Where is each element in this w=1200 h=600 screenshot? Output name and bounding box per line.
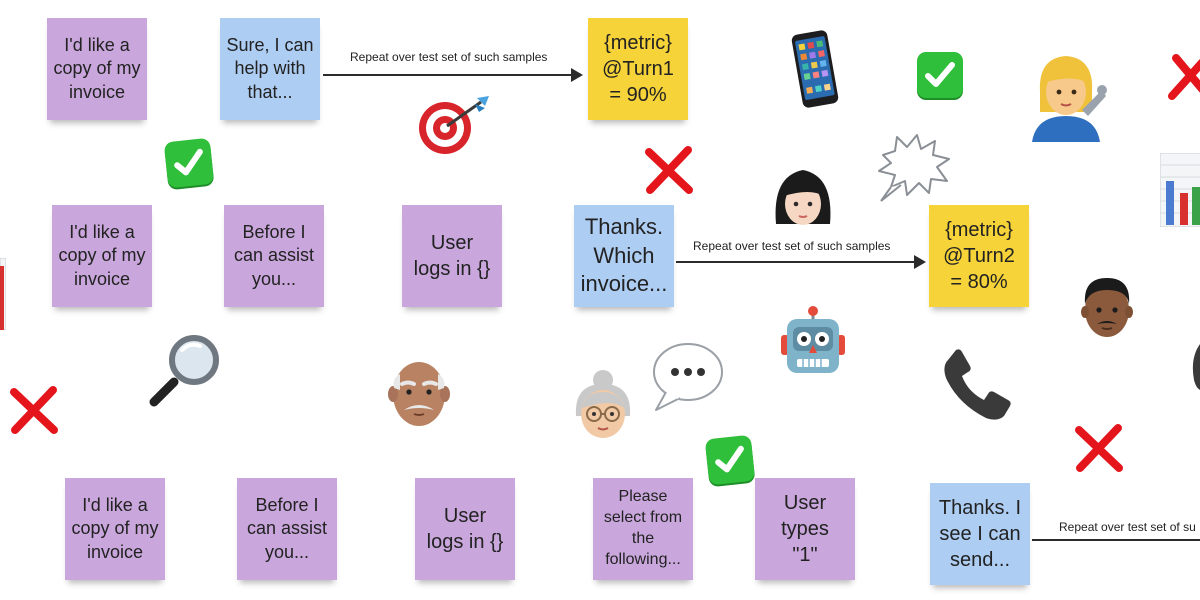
target-icon (419, 96, 489, 154)
woman-mechanic-icon (1032, 56, 1107, 142)
row2-bot-note-1: Before I can assist you... (224, 205, 324, 307)
row3-arrow (1032, 539, 1200, 541)
row1-arrow-label: Repeat over test set of such samples (350, 50, 548, 64)
check-mark-icon (163, 137, 215, 189)
magnifying-glass-icon (149, 335, 219, 407)
row3-bot-note-3: Thanks. I see I can send... (930, 483, 1030, 585)
bar-chart-icon (1160, 153, 1200, 227)
row1-metric-note: {metric} @Turn1 = 90% (588, 18, 688, 120)
row2-bot-note-2: Thanks. Which invoice... (574, 205, 674, 307)
speech-bubble-icon (653, 343, 723, 411)
row2-user-note-1: I'd like a copy of my invoice (52, 205, 152, 307)
row2-user-note-2: User logs in {} (402, 205, 502, 307)
cross-mark-icon (1168, 54, 1200, 100)
row2-arrow (676, 255, 926, 269)
cross-mark-icon (645, 146, 693, 194)
cross-mark-icon (10, 386, 58, 434)
old-man-icon (388, 362, 450, 426)
phone-handset-partial-icon (1192, 344, 1200, 390)
row3-bot-note-2: Please select from the following... (593, 478, 693, 580)
woman-face-icon (775, 170, 831, 225)
bar-chart-icon (0, 258, 6, 330)
row3-user-note-3: User types "1" (755, 478, 855, 580)
row3-arrow-label: Repeat over test set of su (1059, 520, 1196, 534)
check-mark-icon (704, 434, 756, 486)
man-face-icon (1081, 278, 1133, 337)
row2-metric-note: {metric} @Turn2 = 80% (929, 205, 1029, 307)
row3-user-note-2: User logs in {} (415, 478, 515, 580)
mobile-phone-icon (791, 30, 839, 108)
telephone-receiver-icon (944, 349, 1011, 420)
cross-mark-icon (1075, 424, 1123, 472)
row2-arrow-label: Repeat over test set of such samples (693, 239, 891, 253)
robot-icon (781, 306, 845, 373)
row3-user-note-1: I'd like a copy of my invoice (65, 478, 165, 580)
row1-user-note-1: I'd like a copy of my invoice (47, 18, 147, 120)
row3-bot-note-1: Before I can assist you... (237, 478, 337, 580)
row1-arrow (323, 68, 583, 82)
old-woman-icon (575, 370, 631, 438)
check-mark-icon (917, 52, 963, 98)
row1-bot-note-1: Sure, I can help with that... (220, 18, 320, 120)
anger-bubble-icon (878, 134, 950, 202)
